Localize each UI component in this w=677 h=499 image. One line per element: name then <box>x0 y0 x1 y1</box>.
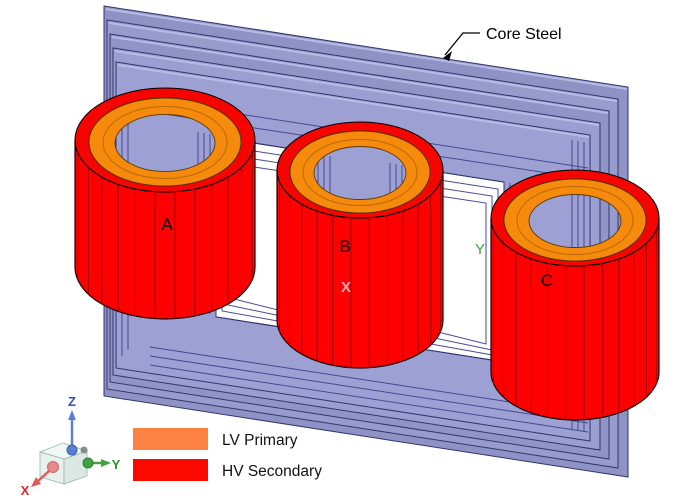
winding-c-lv-lip <box>516 186 634 255</box>
legend-swatch-lv <box>133 428 208 450</box>
core-top-bevels <box>105 8 628 138</box>
triad-z-arrow-icon <box>68 410 76 420</box>
annotation-leader-line <box>444 32 480 56</box>
triad-cube-right <box>63 450 88 485</box>
winding-a[interactable] <box>74 87 256 320</box>
winding-b-lv-lip <box>302 139 418 206</box>
triad-z-label: Z <box>68 394 76 409</box>
triad-y-ball-icon <box>82 457 94 469</box>
winding-a-label: A <box>161 215 173 234</box>
legend-swatch-hv <box>133 459 208 481</box>
winding-b[interactable] <box>276 121 444 369</box>
cs-x-axis-label: X <box>341 279 351 296</box>
annotation-arrowhead-icon <box>443 51 452 61</box>
legend: LV Primary HV Secondary <box>133 428 322 481</box>
triad-z-ball-icon <box>66 444 78 456</box>
triad-corner-ball-icon <box>80 446 88 454</box>
annotation-text: Core Steel <box>486 26 562 43</box>
winding-b-label: B <box>339 237 350 256</box>
triad-y-arrow-icon <box>101 459 111 467</box>
triad-x-arrow-icon <box>31 477 41 487</box>
winding-c-lv-ring[interactable] <box>503 178 647 262</box>
triad-y-label: Y <box>112 457 121 472</box>
winding-a-facets <box>77 152 253 319</box>
triad-x-label: X <box>21 483 30 498</box>
legend-label-hv: HV Secondary <box>222 463 322 480</box>
winding-c-label: C <box>541 271 553 290</box>
winding-b-lv-ring[interactable] <box>289 130 431 214</box>
triad-x-ball-icon <box>47 461 59 473</box>
winding-c[interactable] <box>490 169 660 421</box>
winding-b-facets <box>278 181 442 368</box>
core-steel-annotation: Core Steel <box>443 26 562 61</box>
winding-a-lv-lip <box>102 106 228 179</box>
winding-c-facets <box>492 229 658 420</box>
cs-y-axis-label: Y <box>475 241 485 258</box>
winding-a-lv-ring[interactable] <box>88 97 242 187</box>
legend-label-lv: LV Primary <box>222 432 298 449</box>
orientation-triad[interactable]: Z Y X <box>21 394 121 498</box>
